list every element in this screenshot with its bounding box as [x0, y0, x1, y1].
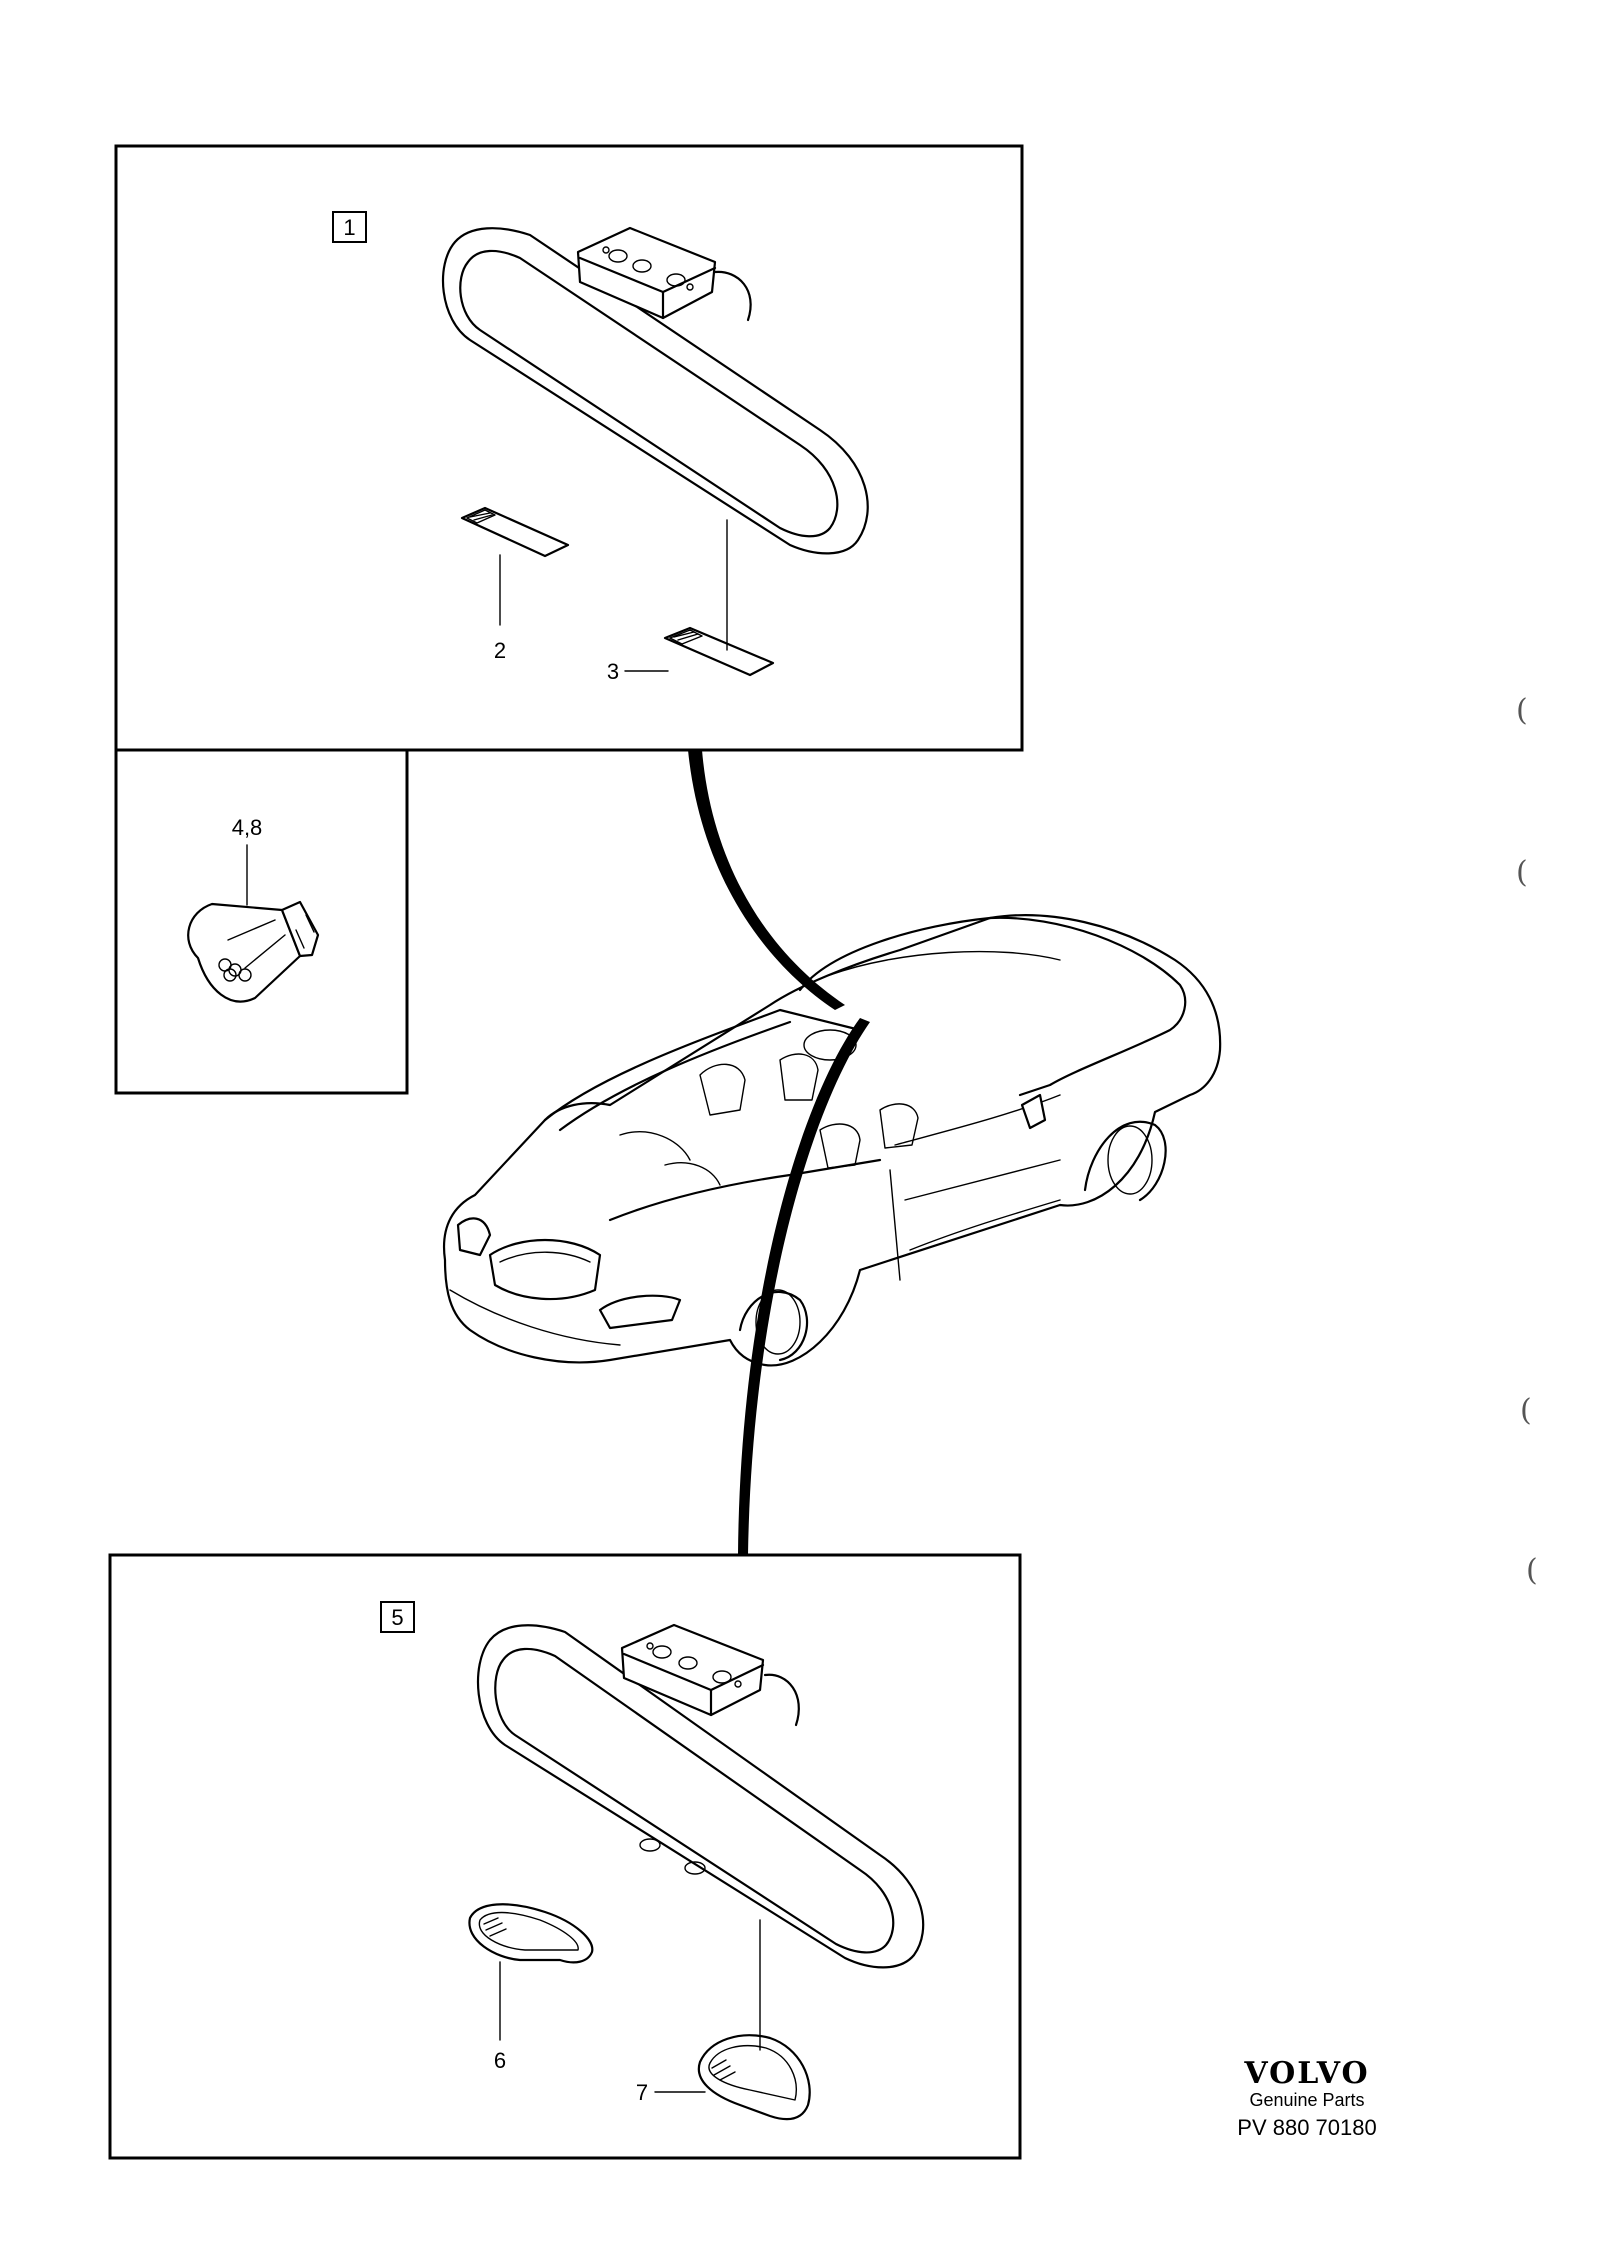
- margin-mark: (: [1516, 693, 1528, 728]
- part-label-7: 7: [636, 2080, 648, 2105]
- volvo-logo: VOLVO: [1243, 2056, 1369, 2091]
- convertible-car-icon: [442, 914, 1222, 1367]
- mirror-cover-icon: [697, 2034, 811, 2121]
- panel-3-mirror-assembly: 5 6: [108, 1553, 1022, 2160]
- pointer-line-top: [688, 750, 845, 1010]
- footer-brand-block: VOLVO Genuine Parts PV 880 70180: [1237, 2056, 1376, 2140]
- part-label-2: 2: [494, 638, 506, 663]
- part-label-4-8: 4,8: [232, 815, 263, 840]
- part-label-6: 6: [494, 2048, 506, 2073]
- panel-1-frame: [114, 144, 1024, 752]
- adhesive-pad-icon: [663, 626, 775, 677]
- adhesive-pad-icon: [460, 506, 570, 558]
- panel-1-number: 1: [343, 215, 355, 240]
- part-label-3: 3: [607, 659, 619, 684]
- panel-1-mirror-assembly: 1: [114, 144, 1024, 752]
- rear-view-mirror-icon: [441, 226, 869, 555]
- pointer-line-bottom: [738, 1018, 870, 1555]
- panel-3-frame: [108, 1553, 1022, 2160]
- panel-2-bulb: 4,8: [114, 750, 409, 1095]
- diagram-reference-number: PV 880 70180: [1237, 2115, 1376, 2140]
- mirror-cover-icon: [468, 1903, 594, 1964]
- footer-subtitle: Genuine Parts: [1249, 2090, 1364, 2110]
- margin-mark: (: [1520, 1393, 1532, 1428]
- margin-mark: (: [1526, 1553, 1538, 1588]
- panel-2-frame: [114, 750, 409, 1095]
- bulb-icon: [187, 900, 320, 1003]
- panel-3-number-box: [380, 1601, 415, 1633]
- rear-view-mirror-icon: [476, 1623, 925, 1969]
- panel-1-number-box: [332, 211, 367, 243]
- margin-mark: (: [1516, 855, 1528, 890]
- panel-3-number: 5: [391, 1605, 403, 1630]
